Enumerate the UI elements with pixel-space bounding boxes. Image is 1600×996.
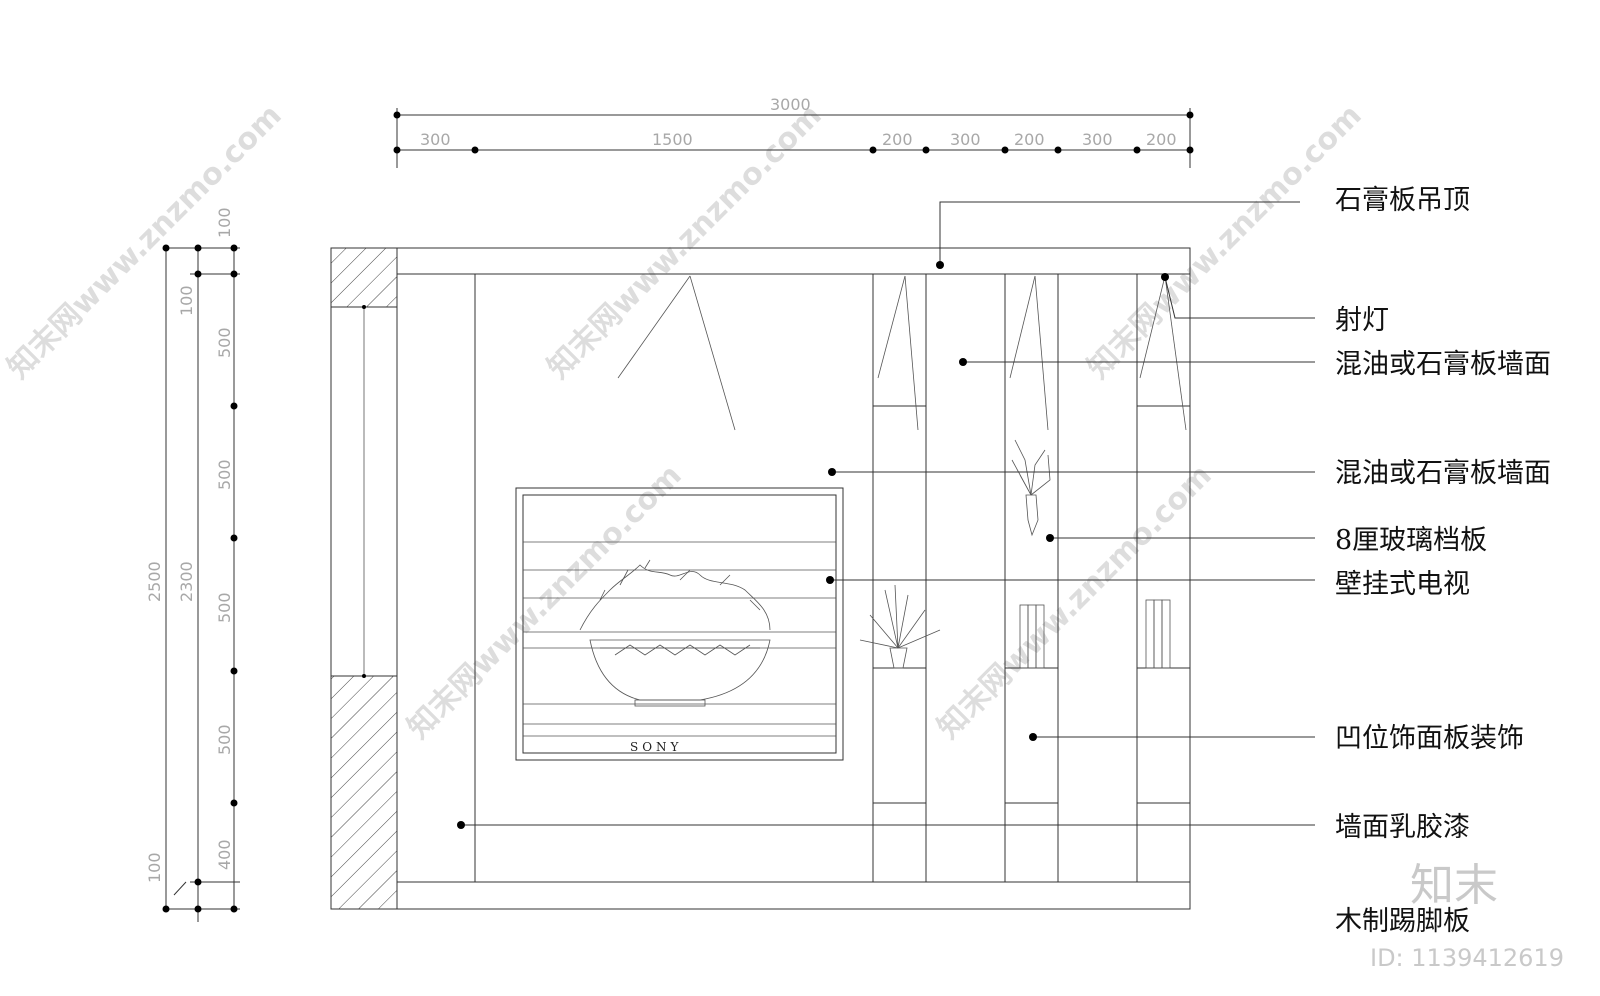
tv-unit: SONY — [515, 487, 844, 761]
dim-left-offset: 100 — [177, 285, 196, 316]
dim-left-segment: 500 — [215, 459, 234, 490]
tv-brand: SONY — [630, 740, 682, 754]
dim-left-outer: 2500 — [145, 561, 164, 602]
dim-left-bottom: 100 — [145, 852, 164, 883]
decor-items — [859, 439, 1171, 669]
wall-elevation — [330, 247, 1191, 910]
dim-left-inner: 2300 — [177, 561, 196, 602]
dim-top-segment: 300 — [1082, 130, 1113, 149]
label-spotlight: 射灯 — [1335, 305, 1389, 336]
label-wall-finish: 混油或石膏板墙面 — [1335, 458, 1551, 489]
label-latex-paint: 墙面乳胶漆 — [1335, 812, 1470, 843]
watermark-text: 知末网www.znzmo.com — [931, 458, 1219, 746]
dim-top-segment: 200 — [1014, 130, 1045, 149]
watermark-text: 知末网www.znzmo.com — [1081, 98, 1369, 386]
dim-top-total: 3000 — [770, 95, 811, 114]
watermark-id: ID: 1139412619 — [1370, 944, 1564, 972]
watermark-text: 知末网www.znzmo.com — [401, 458, 689, 746]
dim-top-segment: 300 — [950, 130, 981, 149]
top-dimensions: 3000 300 1500 200 300 200 300 200 — [393, 95, 1194, 168]
left-dimensions: 2500 2300 100 100 500 500 500 500 400 10… — [145, 207, 240, 922]
dim-top-segment: 200 — [882, 130, 913, 149]
dim-top-segment: 1500 — [652, 130, 693, 149]
dim-left-segment: 400 — [215, 839, 234, 870]
watermark-text: 知末网www.znzmo.com — [1, 98, 289, 386]
dim-left-offset: 100 — [215, 207, 234, 238]
dim-top-segment: 300 — [420, 130, 451, 149]
dim-top-segment: 200 — [1146, 130, 1177, 149]
dim-left-segment: 500 — [215, 327, 234, 358]
label-skirting: 木制踢脚板 — [1335, 906, 1470, 937]
dim-left-segment: 500 — [215, 592, 234, 623]
spotlight-beams — [617, 275, 1187, 431]
label-wall-tv: 壁挂式电视 — [1335, 569, 1470, 600]
label-glass-panel: 8厘玻璃档板 — [1335, 525, 1487, 556]
annotation-labels: 石膏板吊顶 射灯 混油或石膏板墙面 混油或石膏板墙面 8厘玻璃档板 壁挂式电视 … — [1335, 185, 1551, 937]
leader-lines — [457, 201, 1315, 829]
label-gypsum-ceiling: 石膏板吊顶 — [1335, 185, 1470, 216]
label-recess-panel: 凹位饰面板装饰 — [1335, 723, 1524, 754]
watermark-logo: 知末 — [1410, 860, 1498, 911]
label-wall-finish: 混油或石膏板墙面 — [1335, 349, 1551, 380]
dim-left-segment: 500 — [215, 724, 234, 755]
